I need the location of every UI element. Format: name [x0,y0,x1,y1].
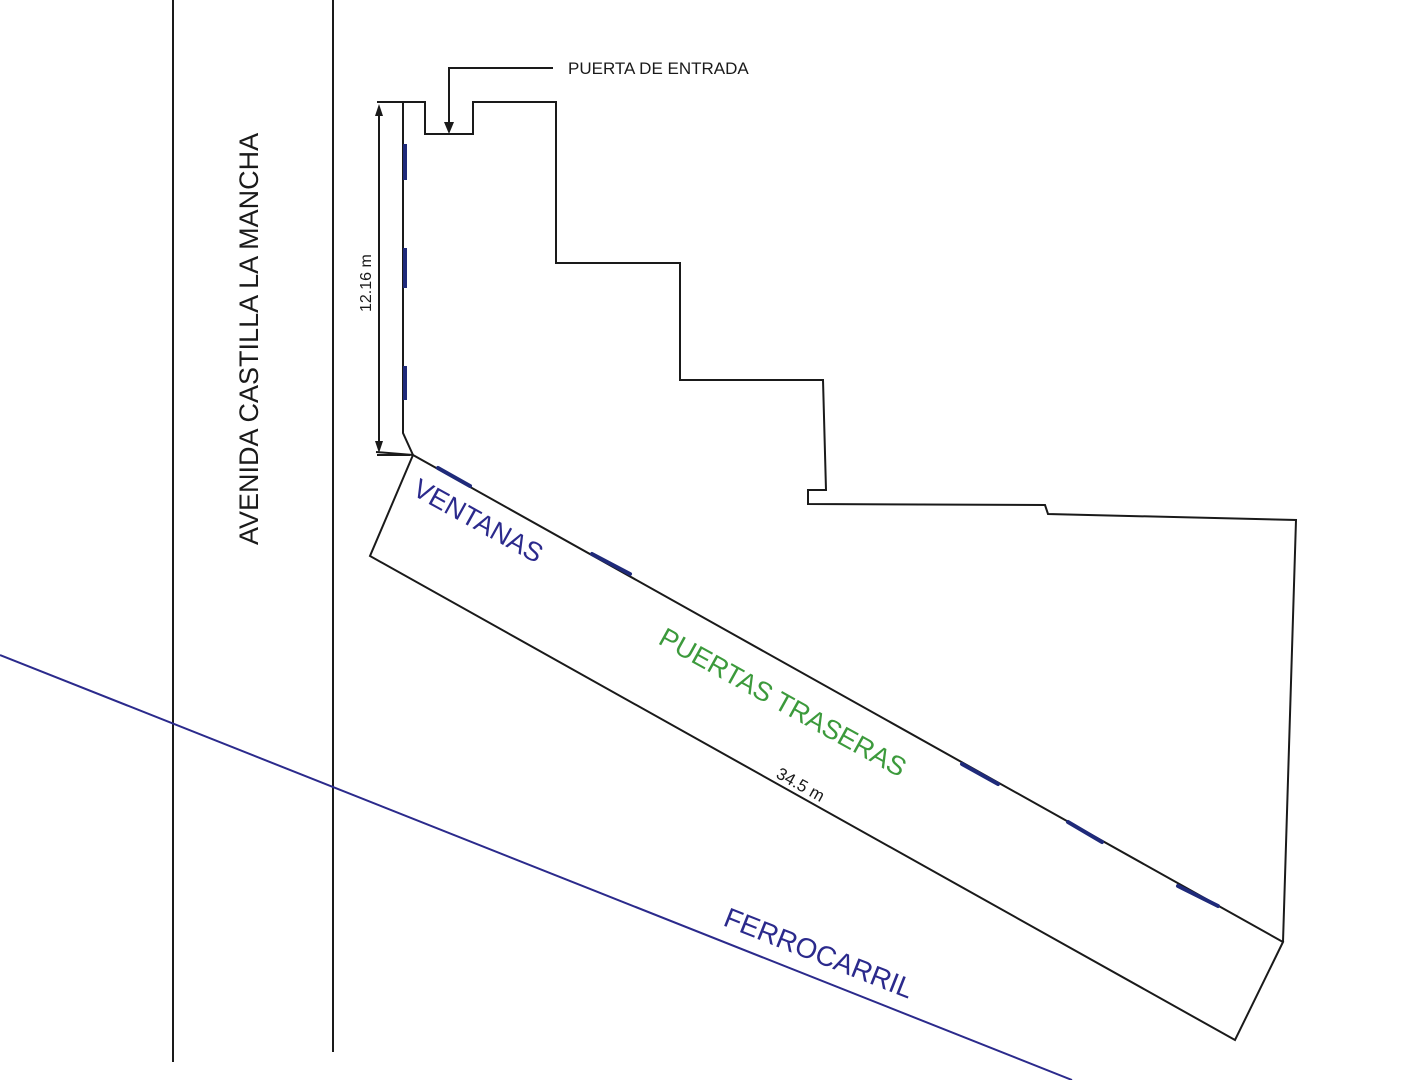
back-doors-label: PUERTAS TRASERAS [654,622,911,783]
building-outline [403,101,1298,943]
rear-opening-marks [436,466,1220,908]
railway-line [0,654,1073,1080]
front-dimension: 12.16 m [358,101,410,456]
front-dimension-label: 12.16 m [358,254,375,312]
arrow-up-icon [375,104,383,116]
arrow-down-icon [444,122,454,134]
entrance-door-label: PUERTA DE ENTRADA [568,59,749,78]
avenue-label: AVENIDA CASTILLA LA MANCHA [234,133,264,545]
entrance-door-callout: PUERTA DE ENTRADA [444,59,749,134]
front-wall [402,102,414,456]
rear-dimension-label: 34.5 m [773,764,828,806]
windows-label: VENTANAS [408,473,548,569]
arrow-down-icon [375,441,383,453]
